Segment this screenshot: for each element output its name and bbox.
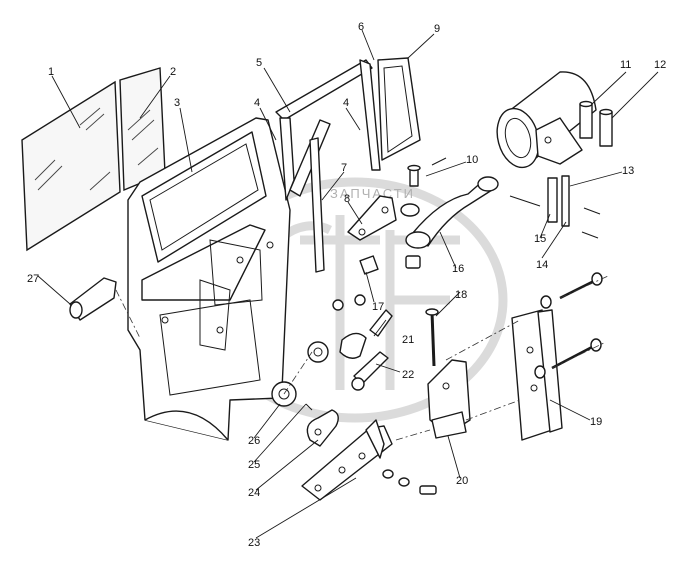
callout-11: 11 (620, 59, 631, 71)
callout-27: 27 (27, 273, 39, 285)
callout-20: 20 (456, 475, 468, 487)
part-7-guide-rail (309, 137, 325, 273)
part-18-bolt (425, 308, 439, 367)
callout-6: 6 (358, 21, 364, 33)
callout-19: 19 (590, 416, 602, 428)
callout-1: 1 (48, 66, 54, 78)
part-1-side-glass (21, 80, 121, 252)
callout-4-right: 4 (343, 97, 349, 109)
part-21-inner-handle (339, 309, 393, 359)
callout-18: 18 (455, 289, 467, 301)
part-27-outer-handle (69, 277, 117, 321)
part-13-hinge-pins (509, 175, 601, 239)
callout-2: 2 (170, 66, 176, 78)
callout-5: 5 (256, 57, 262, 69)
callout-14: 14 (536, 259, 548, 271)
part-16-door-check-strap (405, 176, 499, 269)
part-8-bracket (347, 195, 397, 241)
callout-9: 9 (434, 23, 440, 35)
part-20-hinge-bracket (427, 359, 471, 439)
callout-7: 7 (341, 162, 347, 174)
callout-12: 12 (654, 59, 666, 71)
part-24-regulator-handle (305, 403, 339, 447)
part-22-window-crank (351, 351, 389, 391)
callout-15: 15 (534, 233, 546, 245)
callout-4-left: 4 (254, 97, 260, 109)
callout-24: 24 (248, 487, 260, 499)
callout-10: 10 (466, 154, 478, 166)
part-17-clip (332, 255, 379, 311)
watermark-text: ЗАПЧАСТИ (330, 186, 415, 201)
callout-17: 17 (372, 301, 384, 313)
part-19-mounting-plate (511, 309, 563, 441)
callout-22: 22 (402, 369, 414, 381)
leader-lines (37, 29, 659, 539)
part-5-window-frame (275, 59, 381, 201)
assembly-axis-lines (115, 275, 609, 441)
part-10-pin (400, 157, 447, 217)
callout-labels: 1 2 3 4 5 6 4 9 7 8 10 11 12 13 14 15 16… (27, 21, 666, 549)
callout-13: 13 (622, 165, 634, 177)
part-9-vent-window (377, 57, 421, 161)
callout-25: 25 (248, 459, 260, 471)
part-11-cylinder-hinge (496, 71, 613, 169)
callout-8: 8 (344, 193, 350, 205)
callout-16: 16 (452, 263, 464, 275)
callout-26: 26 (248, 435, 260, 447)
callout-23: 23 (248, 537, 260, 549)
part-23-hinge-plate (301, 419, 437, 501)
callout-21: 21 (402, 334, 414, 346)
part-3-door-frame (127, 117, 291, 441)
callout-3: 3 (174, 97, 180, 109)
